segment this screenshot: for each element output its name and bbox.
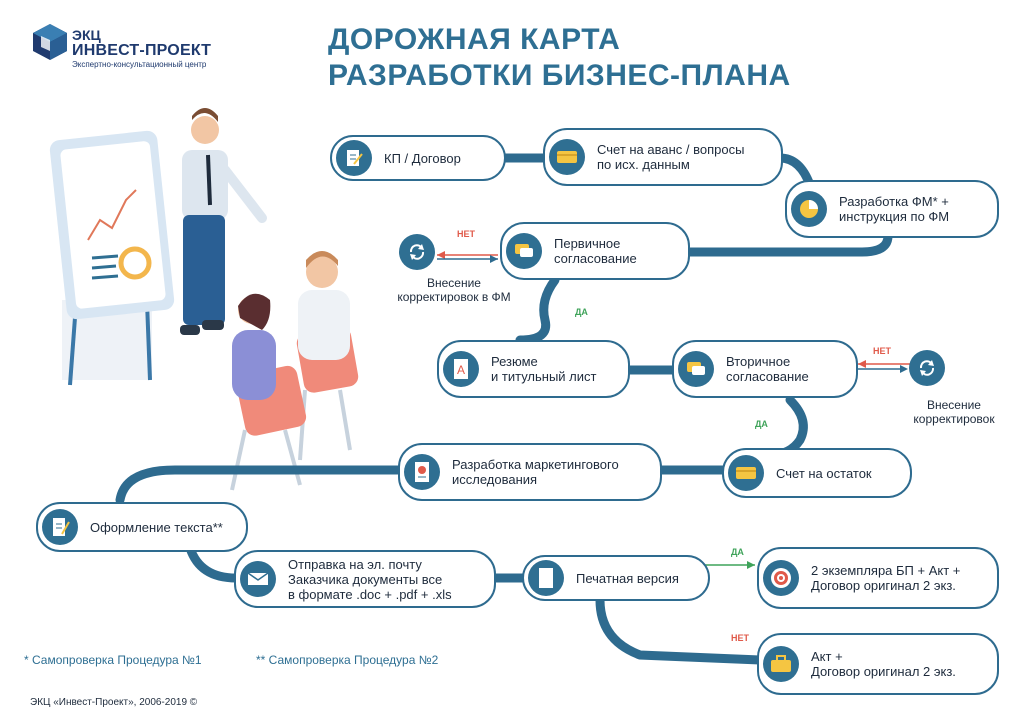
node-resume-label: Резюме и титульный лист (491, 354, 597, 384)
footnote-1: * Самопроверка Процедура №1 (24, 653, 202, 667)
page-title: ДОРОЖНАЯ КАРТА РАЗРАБОТКИ БИЗНЕС-ПЛАНА (328, 22, 791, 94)
presentation-illustration (49, 108, 359, 491)
node-first-approval: Первичное согласование (500, 222, 690, 280)
tag-yes-second: ДА (755, 419, 768, 429)
node-first-approval-label: Первичное согласование (554, 236, 637, 266)
road-path (115, 153, 893, 665)
brand-name: ЭКЦ ИНВЕСТ-ПРОЕКТ (72, 27, 212, 59)
brand-subtitle: Экспертно-консультационный центр (72, 60, 207, 69)
node-resume: A Резюме и титульный лист (437, 340, 630, 398)
node-text-design: Оформление текста** (36, 502, 248, 552)
chat-bubble-icon (678, 351, 714, 387)
logo (30, 22, 70, 62)
node-fm-label: Разработка ФМ* + инструкция по ФМ (839, 194, 950, 224)
node-invoice-advance-label: Счет на аванс / вопросы по исх. данным (597, 142, 745, 172)
chat-bubble-icon (506, 233, 542, 269)
node-invoice-rest-label: Счет на остаток (776, 465, 872, 481)
corrections-fm-label: Внесение корректировок в ФМ (397, 276, 511, 304)
node-act-label: Акт + Договор оригинал 2 экз. (811, 649, 956, 679)
node-two-copies-label: 2 экземпляра БП + Акт + Договор оригинал… (811, 563, 961, 593)
node-two-copies: 2 экземпляра БП + Акт + Договор оригинал… (757, 547, 999, 609)
refresh-icon (909, 350, 945, 386)
envelope-icon (240, 561, 276, 597)
corrections-label: Внесение корректировок (913, 398, 995, 426)
tag-yes-first: ДА (575, 307, 588, 317)
logo-cube-icon (33, 24, 67, 60)
refresh-icon (399, 234, 435, 270)
node-text-design-label: Оформление текста** (90, 519, 223, 535)
copyright: ЭКЦ «Инвест-Проект», 2006-2019 © (30, 697, 198, 708)
node-invoice-rest: Счет на остаток (722, 448, 912, 498)
node-invoice-advance: Счет на аванс / вопросы по исх. данным (543, 128, 783, 186)
printed-page-icon (528, 560, 564, 596)
report-icon (404, 454, 440, 490)
node-kp-label: КП / Договор (384, 150, 461, 166)
brand-title: ИНВЕСТ-ПРОЕКТ (72, 42, 212, 59)
node-email: Отправка на эл. почту Заказчика документ… (234, 550, 496, 608)
document-pen-icon (336, 140, 372, 176)
tag-yes-print: ДА (731, 547, 744, 557)
target-icon (763, 560, 799, 596)
node-second-approval-label: Вторичное согласование (726, 354, 809, 384)
tag-no-print: НЕТ (731, 633, 749, 643)
footnote-2: ** Самопроверка Процедура №2 (256, 653, 439, 667)
node-fm: Разработка ФМ* + инструкция по ФМ (785, 180, 999, 238)
node-marketing: Разработка маркетингового исследования (398, 443, 662, 501)
tag-no-first: НЕТ (457, 229, 475, 239)
svg-text:A: A (457, 363, 465, 377)
node-print: Печатная версия (522, 555, 710, 601)
node-second-approval: Вторичное согласование (672, 340, 858, 398)
title-page-icon: A (443, 351, 479, 387)
node-email-label: Отправка на эл. почту Заказчика документ… (288, 556, 452, 602)
pie-chart-icon (791, 191, 827, 227)
title-line-2: РАЗРАБОТКИ БИЗНЕС-ПЛАНА (328, 59, 791, 92)
card-icon (549, 139, 585, 175)
arrows (437, 251, 912, 569)
tag-no-second: НЕТ (873, 346, 891, 356)
brand-abbr: ЭКЦ (72, 27, 101, 43)
edit-document-icon (42, 509, 78, 545)
node-print-label: Печатная версия (576, 570, 679, 586)
node-kp-contract: КП / Договор (330, 135, 506, 181)
title-line-1: ДОРОЖНАЯ КАРТА (328, 23, 621, 56)
node-act: Акт + Договор оригинал 2 экз. (757, 633, 999, 695)
node-marketing-label: Разработка маркетингового исследования (452, 457, 619, 487)
card-icon (728, 455, 764, 491)
briefcase-icon (763, 646, 799, 682)
